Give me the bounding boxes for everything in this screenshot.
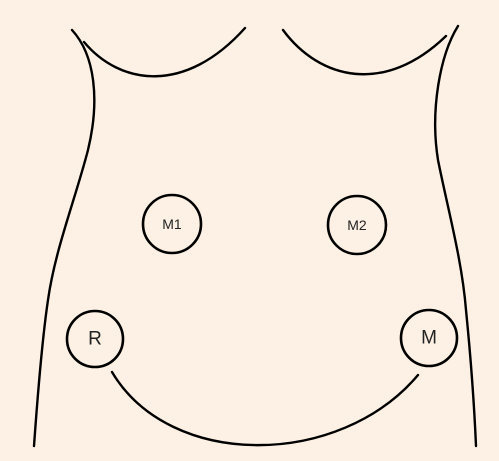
- port-m1-label: M1: [162, 216, 182, 232]
- port-m2-label: M2: [347, 217, 367, 233]
- port-m1: M1: [143, 195, 201, 253]
- port-m2: M2: [328, 196, 386, 254]
- port-m: M: [401, 310, 457, 366]
- port-m-label: M: [421, 328, 437, 349]
- port-r-label: R: [88, 329, 102, 350]
- port-r: R: [67, 311, 123, 367]
